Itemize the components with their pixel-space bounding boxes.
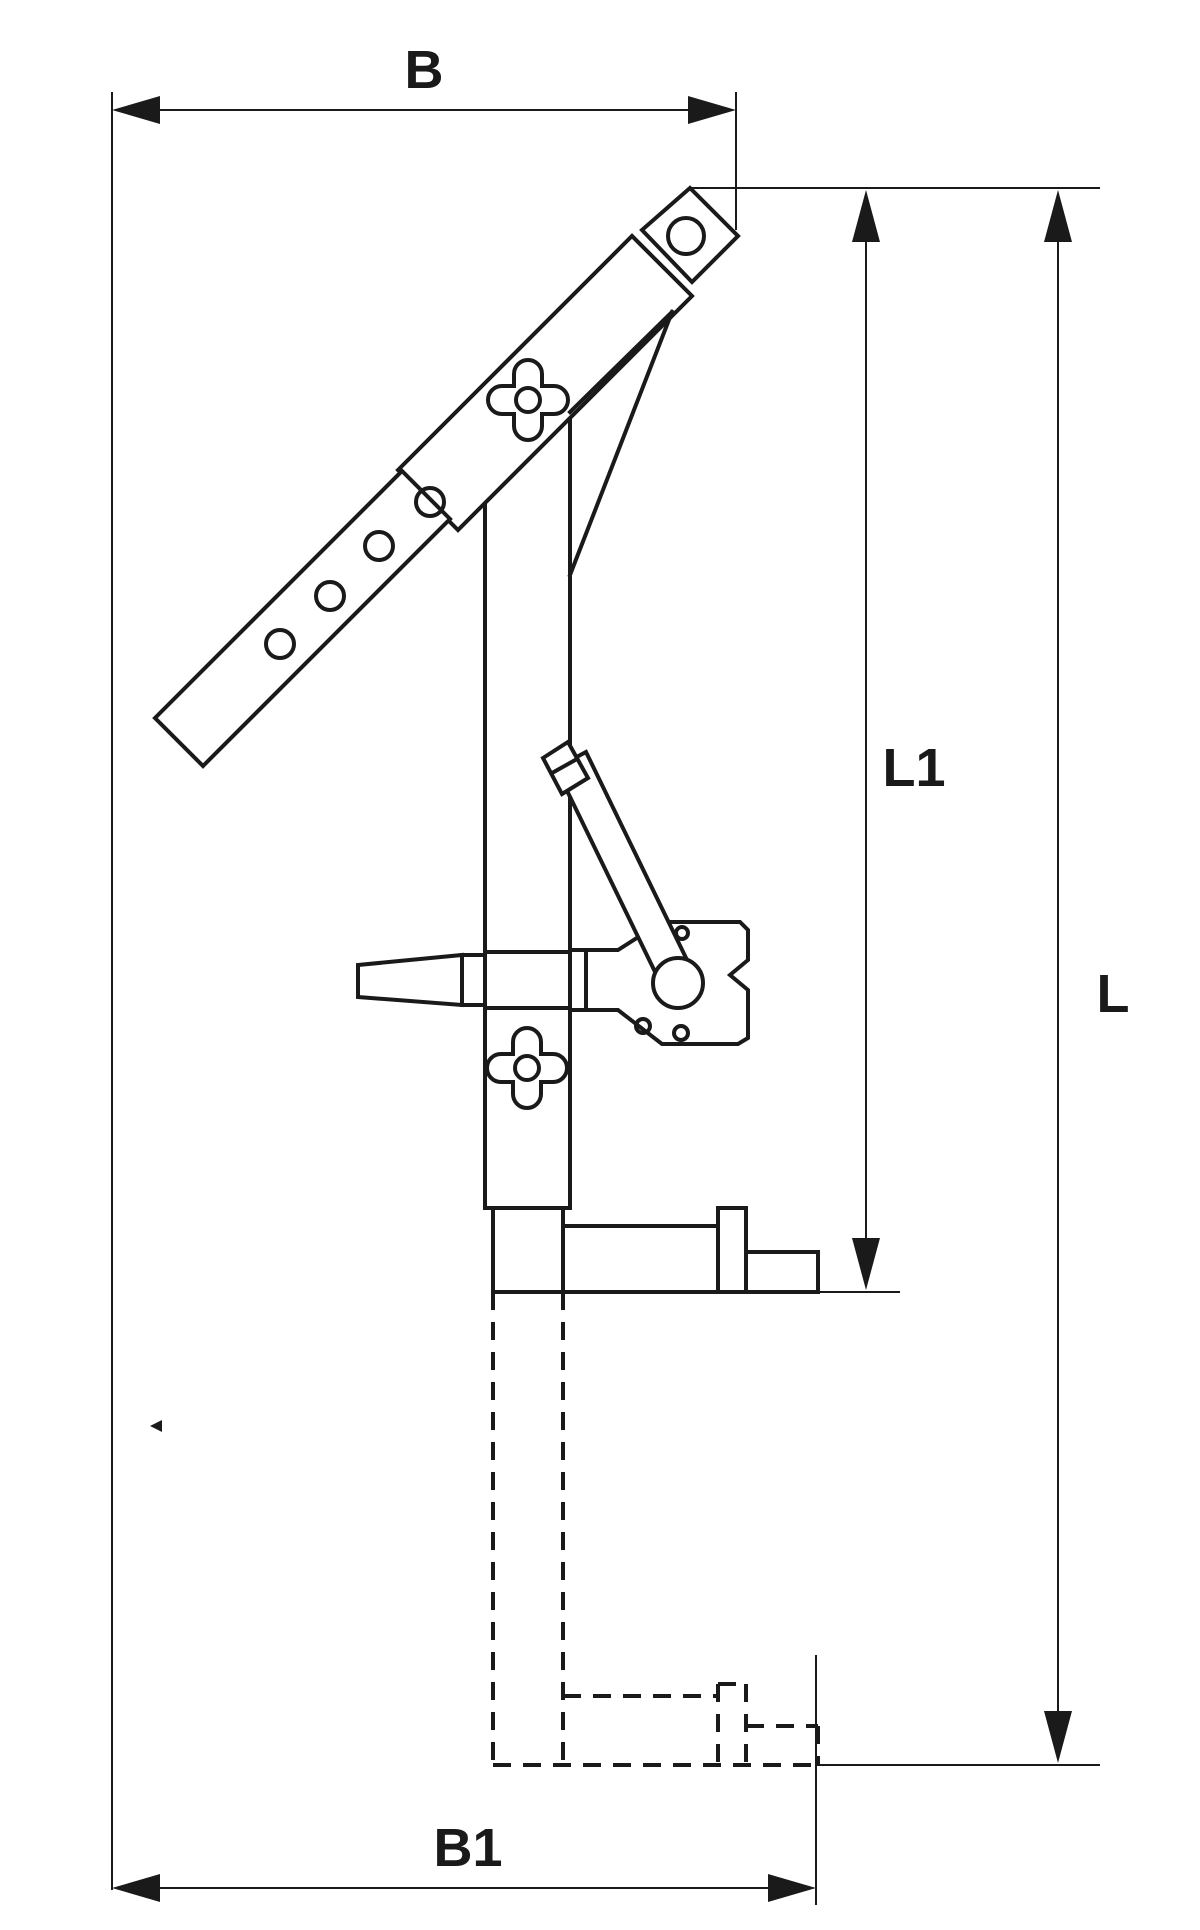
arm-sleeve xyxy=(395,233,695,533)
arm-hole-2 xyxy=(363,530,395,562)
arrowhead-b-left xyxy=(112,96,160,124)
base-extended-dashed xyxy=(491,1292,820,1767)
dimension-l: L xyxy=(690,187,1130,1766)
vertical-post xyxy=(483,410,572,1210)
taper-tip xyxy=(356,952,464,1008)
pin-hole xyxy=(666,216,706,256)
dimension-b: B xyxy=(111,40,737,1890)
pin-bracket xyxy=(639,185,741,285)
gusset xyxy=(567,309,675,578)
lever-pivot xyxy=(651,956,705,1010)
stray-mark xyxy=(150,1420,162,1432)
jaw-hole-1 xyxy=(634,1017,652,1035)
pin-collar xyxy=(483,950,572,1010)
arrowhead-b-right xyxy=(688,96,736,124)
arm-extension xyxy=(152,468,453,769)
jaw-hole-2 xyxy=(672,1024,690,1042)
top-bracket xyxy=(639,185,741,285)
base-block xyxy=(716,1206,748,1294)
arrowhead-b1-right xyxy=(768,1874,816,1902)
pin-hub xyxy=(568,948,588,1012)
label-b: B xyxy=(405,40,444,100)
diagonal-arm xyxy=(152,233,695,769)
arrowhead-l1-bottom xyxy=(852,1238,880,1290)
base-stop xyxy=(744,1250,820,1294)
arm-hole-4 xyxy=(264,628,296,660)
clamp-screw-upper xyxy=(486,358,570,442)
arrowhead-l-top xyxy=(1044,190,1072,242)
label-l: L xyxy=(1097,964,1130,1024)
lever-cap xyxy=(540,739,591,797)
arrowhead-l-bottom xyxy=(1044,1711,1072,1763)
arrowhead-l1-top xyxy=(852,190,880,242)
clamp-screw-lower xyxy=(485,1026,569,1110)
base-solid xyxy=(491,1206,820,1294)
tool-body xyxy=(150,185,820,1767)
label-b1: B1 xyxy=(433,1818,502,1878)
arrowhead-b1-left xyxy=(112,1874,160,1902)
label-l1: L1 xyxy=(882,738,945,798)
dimension-b1: B1 xyxy=(112,1655,817,1905)
arm-hole-1 xyxy=(414,486,446,518)
arm-hole-3 xyxy=(314,580,346,612)
lever-handle xyxy=(540,739,705,1010)
tapered-pin xyxy=(356,948,588,1012)
